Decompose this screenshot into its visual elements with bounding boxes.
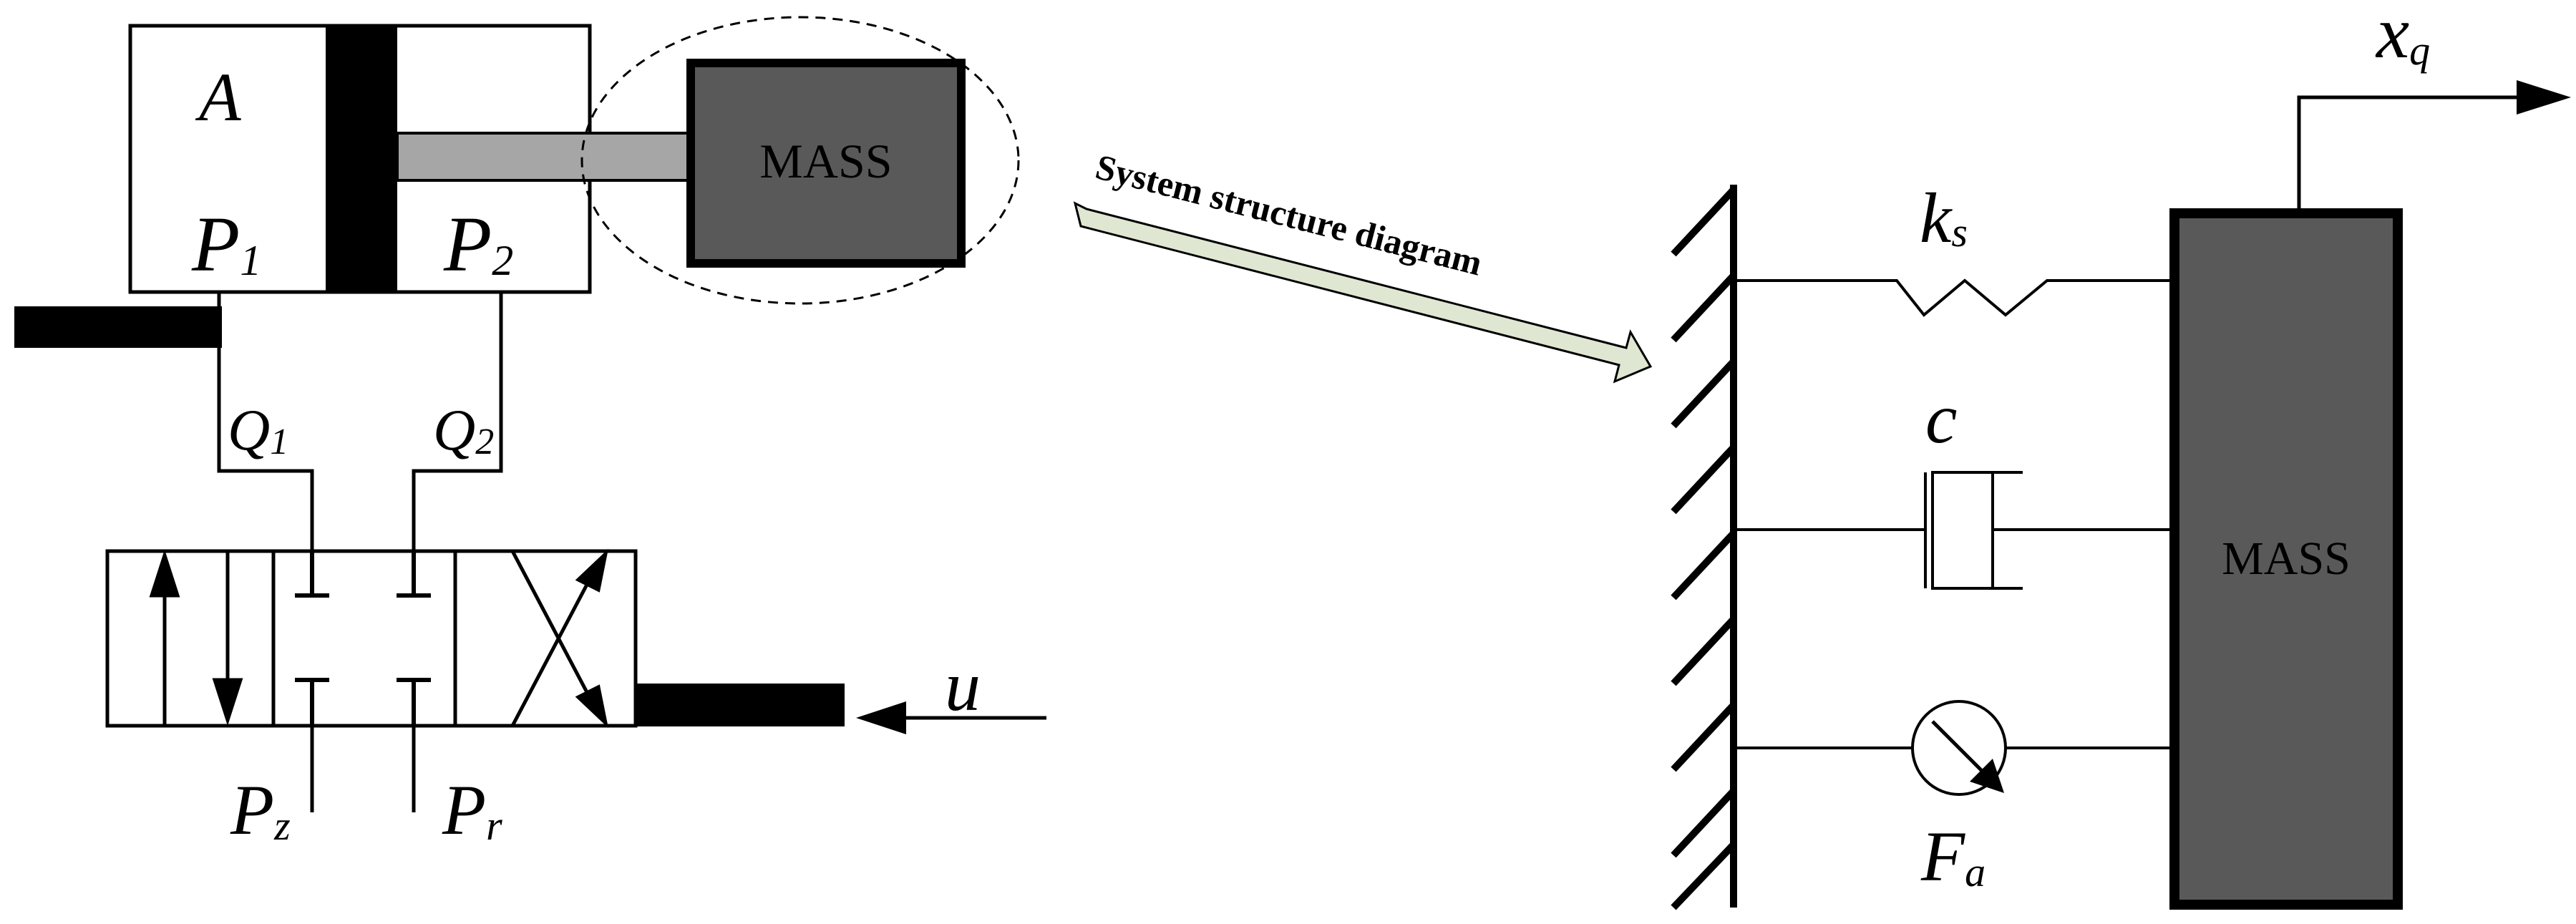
valve-body: [105, 549, 638, 728]
flow-q1-label: Q1: [228, 397, 288, 462]
valve-ports: [310, 726, 416, 812]
model-mass: MASS: [2169, 208, 2403, 910]
transition-arrow-shape: [1073, 201, 1653, 384]
spring: [1734, 278, 2174, 317]
model-mass-label: MASS: [2222, 532, 2351, 585]
servo-valve: [105, 548, 845, 729]
area-label: A: [195, 59, 241, 135]
flow-q2-label: Q2: [433, 397, 494, 462]
supply-pressure-label: Pz: [230, 770, 291, 850]
piston-rod: [396, 132, 692, 182]
feed-bar: [14, 306, 222, 348]
spool-actuator-bar: [636, 684, 845, 726]
chamber1-pressure-label: P1: [191, 200, 261, 288]
piston: [326, 26, 397, 292]
force-label: Fa: [1920, 817, 1986, 896]
hydraulic-lines: [217, 292, 503, 551]
chamber2-pressure-label: P2: [443, 200, 513, 288]
damping-label: c: [1925, 379, 1957, 458]
damper: [1734, 471, 2174, 590]
spring-constant-label: ks: [1920, 178, 1968, 258]
load-mass: MASS: [580, 16, 1020, 305]
model-mass-block: [2169, 208, 2403, 910]
mass-highlight-ellipse: [580, 16, 1020, 305]
return-pressure-label: Pr: [442, 770, 502, 850]
input-signal-arrow: [856, 701, 1046, 734]
mass-label: MASS: [759, 134, 892, 188]
force-source: [1734, 700, 2182, 796]
line-q2: [412, 292, 503, 551]
line-q1: [217, 292, 314, 551]
valve-closed-ports-icon: [295, 551, 431, 726]
displacement-label: xq: [2375, 0, 2430, 74]
displacement-arrow: [2297, 80, 2571, 213]
valve-parallel-arrows-icon: [149, 549, 243, 726]
input-u-label: u: [945, 646, 981, 726]
valve-crossed-arrows-icon: [510, 548, 608, 729]
fixed-wall: [1671, 185, 1737, 910]
structure-transition-arrow: System structure diagram: [1073, 146, 1653, 384]
hydraulic-cylinder: A P1 P2: [128, 24, 692, 294]
mass-block: [686, 59, 966, 268]
